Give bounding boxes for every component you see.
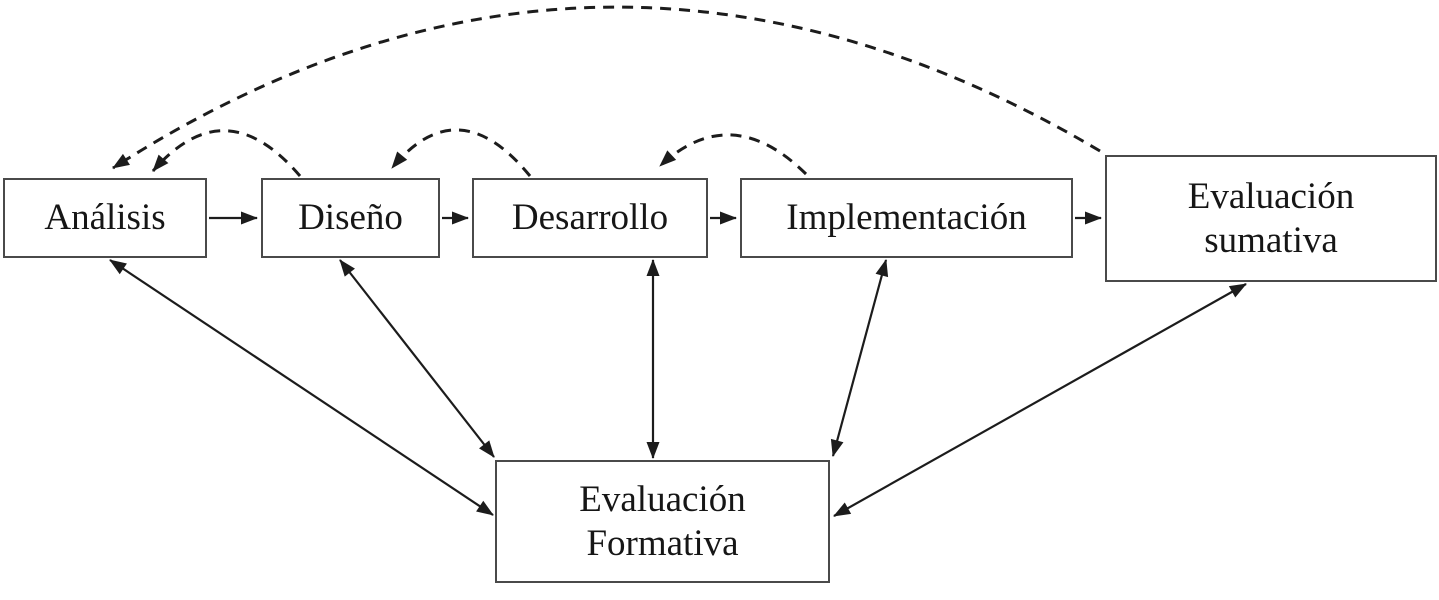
node-label-line: Formativa [586, 522, 739, 564]
edge-diseno-to-analisis [151, 129, 302, 177]
node-label: Desarrollo [511, 197, 669, 239]
node-implementacion: Implementación [740, 178, 1073, 258]
node-evaluacion-sumativa: Evaluación sumativa [1105, 155, 1437, 282]
edge-implementacion-to-desarrollo [658, 133, 808, 176]
node-label-line: Evaluación [579, 478, 746, 520]
node-evaluacion-formativa: Evaluación Formativa [495, 460, 830, 583]
edge-desarrollo-to-diseno [390, 128, 532, 177]
node-label-line: sumativa [1204, 219, 1338, 261]
node-diseno: Diseño [261, 178, 440, 258]
edge-evaluacion-sumativa-to-evaluacion-formativa [833, 283, 1247, 517]
edge-diseno-to-evaluacion-formativa [339, 259, 495, 458]
edge-evaluacion-sumativa-to-analisis [112, 5, 1101, 170]
node-label: Análisis [44, 197, 166, 239]
edge-analisis-to-evaluacion-formativa [109, 259, 494, 516]
node-desarrollo: Desarrollo [472, 178, 708, 258]
node-analisis: Análisis [3, 178, 207, 258]
edge-implementacion-to-evaluacion-formativa [830, 259, 889, 457]
node-label-line: Evaluación [1187, 175, 1355, 217]
node-label: Diseño [298, 197, 403, 239]
node-label: Implementación [786, 197, 1027, 239]
